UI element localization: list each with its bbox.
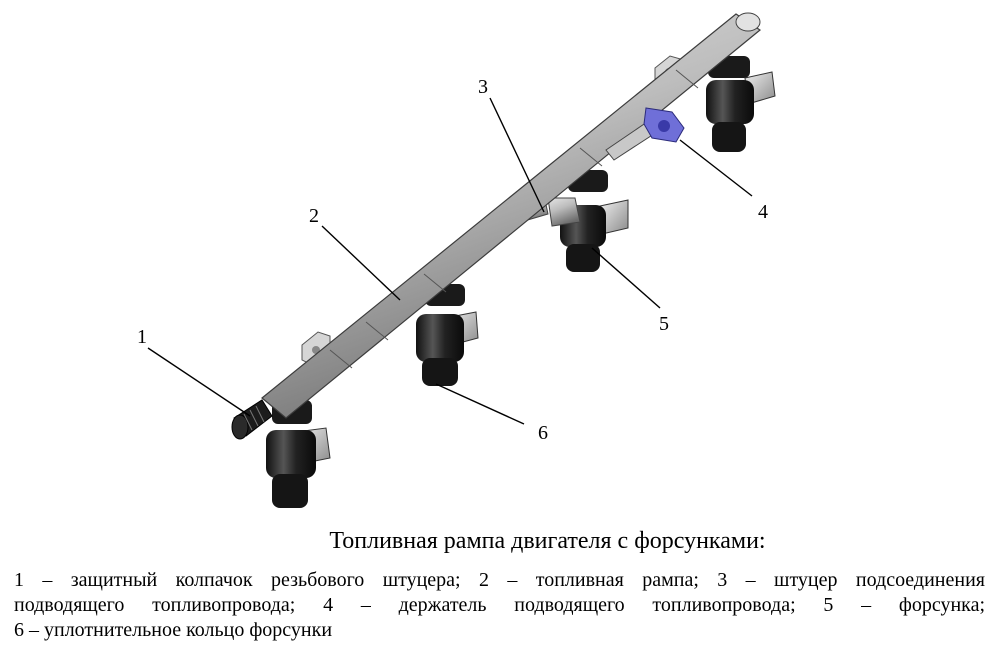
injector [266, 400, 331, 508]
callout-6-injector-seal-ring: 6 [538, 422, 548, 444]
injector [416, 284, 479, 386]
injector [706, 56, 776, 152]
legend-line: 6 – уплотнительное кольцо форсунки [14, 619, 333, 641]
caption-legend: 1 – защитный колпачок резьбового штуцера… [14, 568, 985, 643]
legend-line: 1 – защитный колпачок резьбового штуцера… [14, 569, 985, 591]
callout-1-protective-cap: 1 [137, 326, 147, 348]
supply-line-holder [605, 107, 685, 161]
callout-4-supply-line-holder: 4 [758, 201, 768, 223]
callout-5-injector: 5 [659, 313, 669, 335]
legend-line: подводящего топливопровода; 4 – держател… [14, 594, 985, 616]
leader-lines [147, 97, 753, 425]
fuel-rail [261, 12, 762, 419]
injector [560, 170, 629, 272]
callout-2-fuel-rail: 2 [309, 205, 319, 227]
fuel-rail-illustration: 1 2 3 4 5 6 [137, 12, 776, 508]
callout-3-supply-fitting: 3 [478, 76, 488, 98]
caption-title: Топливная рампа двигателя с форсунками: [329, 528, 766, 554]
protective-cap [231, 399, 273, 440]
